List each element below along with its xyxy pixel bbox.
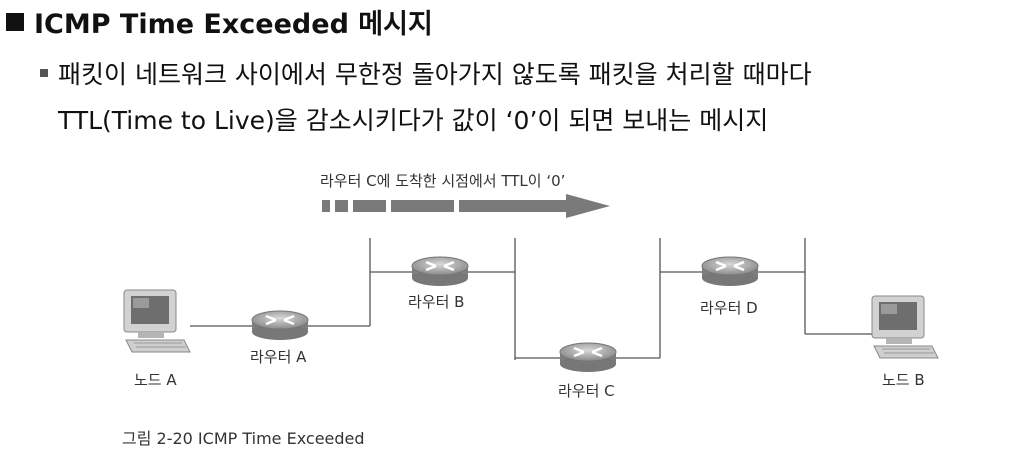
router-a-label: 라우터 A [250, 348, 307, 366]
router-a-icon [250, 309, 310, 342]
square-bullet-icon [6, 12, 24, 31]
description-line-2: TTL(Time to Live)을 감소시키다가 값이 ‘0’이 되면 보내는… [58, 106, 769, 135]
description-line-1: 패킷이 네트워크 사이에서 무한정 돌아가지 않도록 패킷을 처리할 때마다 [40, 52, 812, 98]
node-b-label: 노드 B [882, 371, 925, 389]
node-b-computer-icon [871, 295, 939, 359]
ttl-arrow [322, 194, 610, 218]
title-text: ICMP Time Exceeded 메시지 [34, 9, 433, 40]
arrow-label: 라우터 C에 도착한 시점에서 TTL이 ‘0’ [320, 172, 565, 190]
router-b-label: 라우터 B [408, 293, 464, 311]
small-square-bullet-icon [40, 69, 48, 77]
node-a-computer-icon [123, 289, 191, 353]
router-c-label: 라우터 C [558, 382, 615, 400]
figure-caption: 그림 2-20 ICMP Time Exceeded [122, 429, 365, 448]
description-block: 패킷이 네트워크 사이에서 무한정 돌아가지 않도록 패킷을 처리할 때마다 T… [40, 52, 812, 144]
node-a-label: 노드 A [134, 371, 177, 389]
network-links [190, 238, 880, 360]
router-b-icon [410, 255, 470, 288]
router-d-label: 라우터 D [700, 299, 758, 317]
router-d-icon [700, 255, 760, 288]
section-title: ICMP Time Exceeded 메시지 [6, 2, 433, 41]
router-c-icon [558, 341, 618, 374]
